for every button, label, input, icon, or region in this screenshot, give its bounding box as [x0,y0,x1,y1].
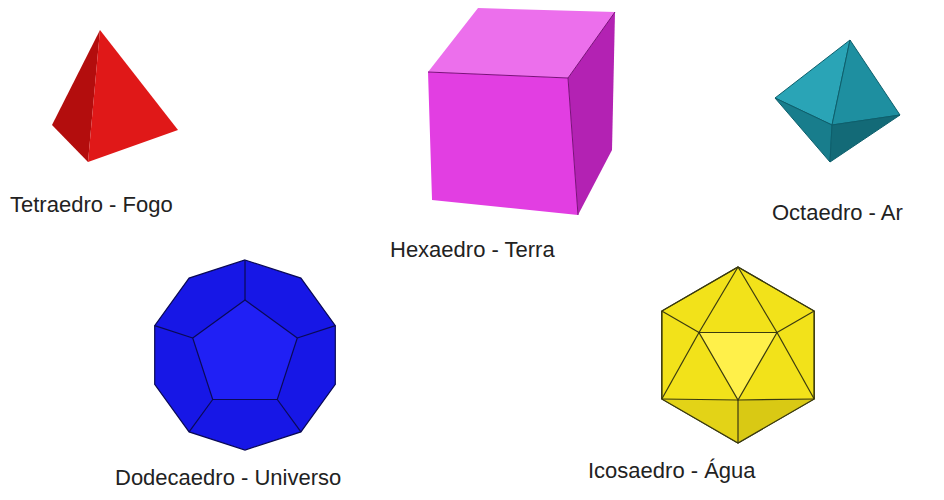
solid-label: Icosaedro - Água [588,458,756,484]
solid-label: Hexaedro - Terra [390,237,555,263]
octahedron [775,40,900,162]
solid-label: Octaedro - Ar [772,200,903,226]
dodecahedron [155,260,336,450]
cube [428,8,615,215]
solid-label: Dodecaedro - Universo [115,465,341,491]
solid-label: Tetraedro - Fogo [10,192,173,218]
tetrahedron [52,30,178,162]
icosahedron [662,267,814,443]
